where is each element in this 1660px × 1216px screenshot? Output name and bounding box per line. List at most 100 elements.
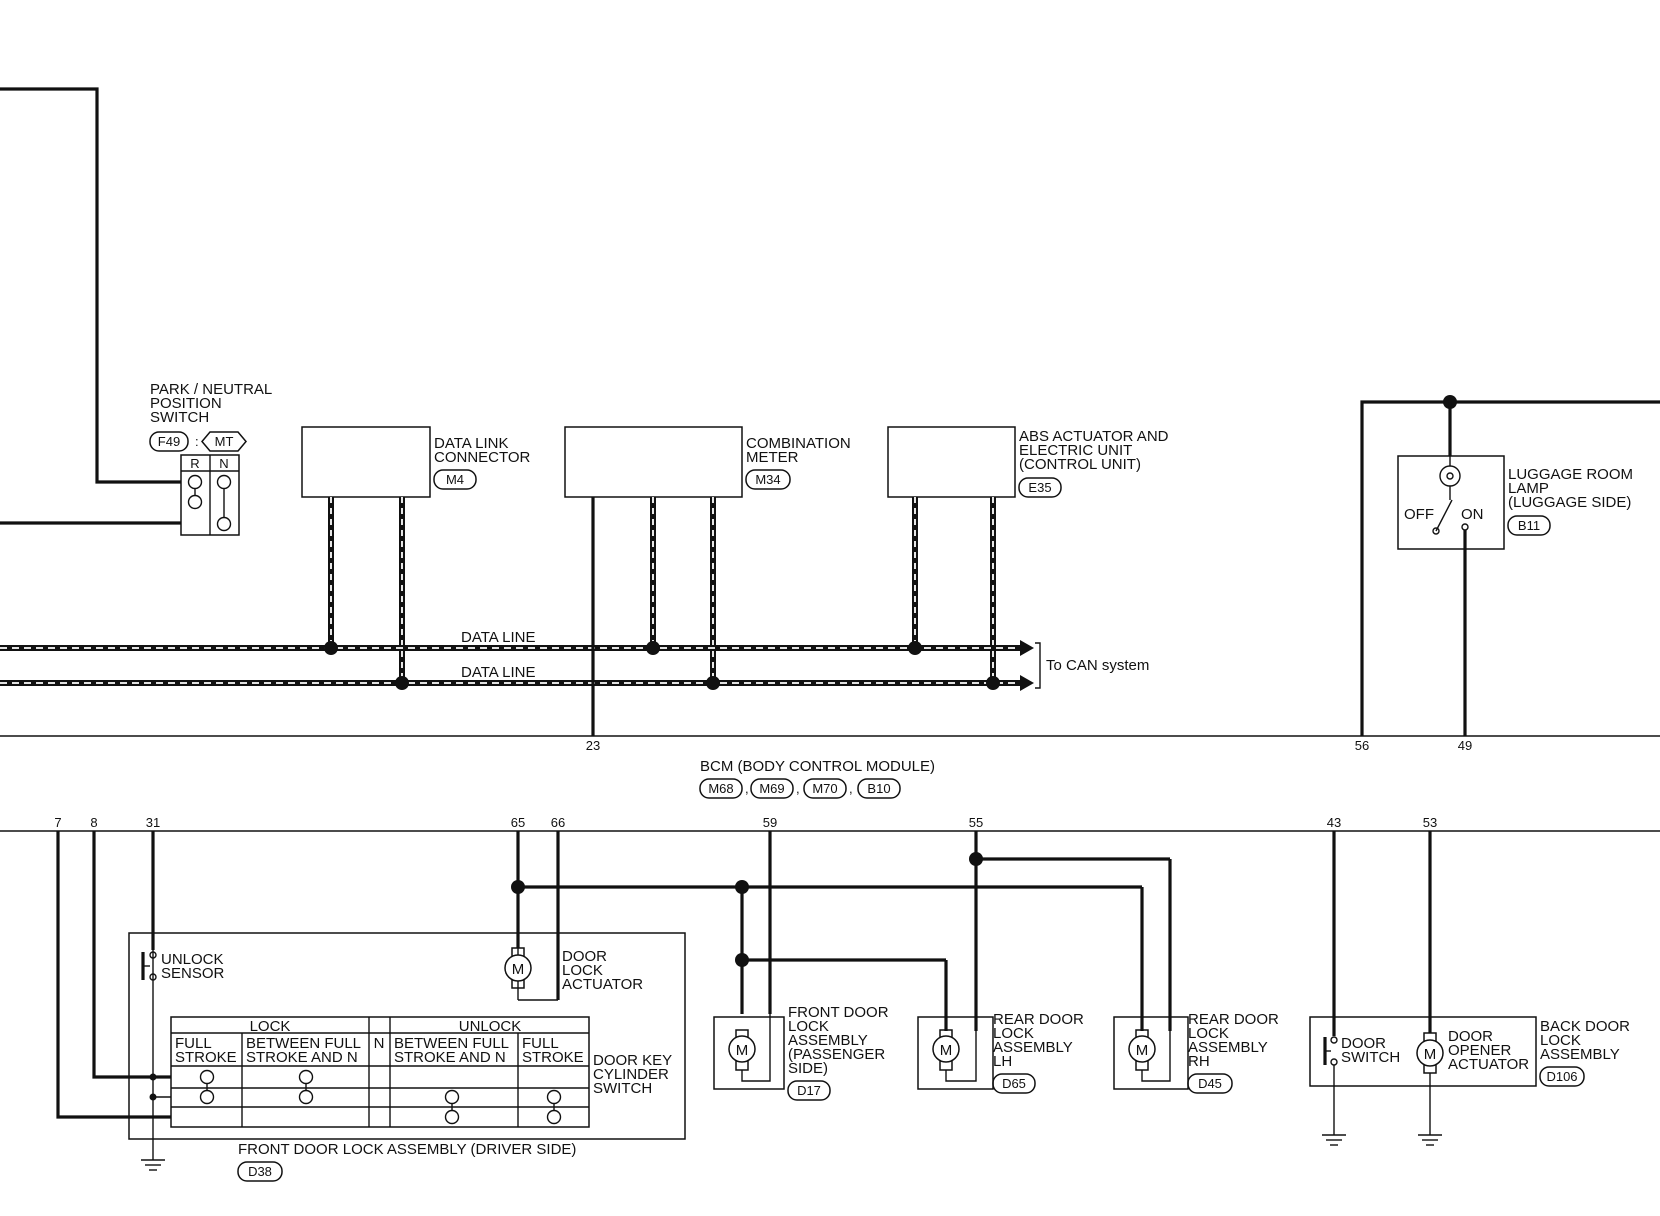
opener-label-3: ACTUATOR — [1448, 1056, 1529, 1073]
key-cylinder-table: LOCK UNLOCK N FULL STROKE BETWEEN FULL S… — [170, 1016, 590, 1128]
lamp-off-label: OFF — [1404, 506, 1434, 523]
data-line-label-1: DATA LINE — [461, 629, 535, 646]
luggage-room-lamp: OFF ON LUGGAGE ROOM LAMP (LUGGAGE SIDE) … — [1360, 395, 1660, 736]
actuator-label-1: DOOR — [562, 948, 607, 965]
connector-d65: D65 — [1002, 1076, 1026, 1091]
dlc-label-1: DATA LINK — [434, 435, 508, 452]
table-unlock: UNLOCK — [459, 1018, 522, 1035]
rear-rh-label-2: LOCK — [1188, 1025, 1229, 1042]
combination-meter: COMBINATION METER M34 — [564, 426, 851, 498]
door-switch-label-1: DOOR — [1341, 1035, 1386, 1052]
park-neutral-label-3: SWITCH — [150, 409, 209, 426]
rear-rh-label-3: ASSEMBLY — [1188, 1039, 1268, 1056]
door-switch-label-2: SWITCH — [1341, 1049, 1400, 1066]
svg-text:,: , — [849, 781, 853, 796]
pn-col-n: N — [219, 456, 228, 471]
meter-label-1: COMBINATION — [746, 435, 851, 452]
abs-box — [887, 426, 1016, 498]
connector-m34: M34 — [755, 472, 780, 487]
lamp-box — [1397, 455, 1505, 550]
opener-label-1: DOOR — [1448, 1028, 1493, 1045]
colon-sep: : — [195, 434, 199, 449]
lamp-label-3: (LUGGAGE SIDE) — [1508, 494, 1631, 511]
dlc-label-2: CONNECTOR — [434, 449, 531, 466]
bcm: 23 56 49 BCM (BODY CONTROL MODULE) M68 ,… — [0, 735, 1660, 832]
can-drops — [328, 497, 996, 683]
back-door-assembly: DOOR SWITCH M DOOR OPENER ACTUATOR BACK … — [1309, 831, 1630, 1146]
key-switch-label-3: SWITCH — [593, 1080, 652, 1097]
pin-59: 59 — [763, 815, 777, 830]
connector-d45: D45 — [1198, 1076, 1222, 1091]
table-between-u-2: STROKE AND N — [394, 1049, 506, 1066]
abs-label-3: (CONTROL UNIT) — [1019, 456, 1141, 473]
key-switch-label-1: DOOR KEY — [593, 1052, 672, 1069]
table-full-1: FULL — [175, 1035, 212, 1052]
pass-door-box — [713, 1016, 785, 1090]
opener-label-2: OPENER — [1448, 1042, 1512, 1059]
rear-door-rh: M REAR DOOR LOCK ASSEMBLY RH D45 — [1113, 1011, 1279, 1094]
pass-label-3: ASSEMBLY — [788, 1032, 868, 1049]
pass-label-1: FRONT DOOR — [788, 1004, 889, 1021]
park-neutral-switch: PARK / NEUTRAL POSITION SWITCH F49 : MT … — [149, 381, 272, 536]
pin-7: 7 — [54, 815, 61, 830]
abs-unit: ABS ACTUATOR AND ELECTRIC UNIT (CONTROL … — [887, 426, 1169, 498]
front-door-passenger: M FRONT DOOR LOCK ASSEMBLY (PASSENGER SI… — [713, 1004, 889, 1101]
back-door-label-1: BACK DOOR — [1540, 1018, 1630, 1035]
svg-text:,: , — [745, 781, 749, 796]
door-lock-bus — [511, 831, 1172, 1031]
pin-23: 23 — [586, 738, 600, 753]
back-door-label-3: ASSEMBLY — [1540, 1046, 1620, 1063]
table-lock: LOCK — [250, 1018, 291, 1035]
dlc-box — [301, 426, 431, 498]
pin-66: 66 — [551, 815, 565, 830]
rear-door-lh: M REAR DOOR LOCK ASSEMBLY LH D65 — [917, 1011, 1084, 1094]
connector-m70: M70 — [812, 781, 837, 796]
abs-label-2: ELECTRIC UNIT — [1019, 442, 1132, 459]
data-link-connector: DATA LINK CONNECTOR M4 — [301, 426, 531, 498]
lamp-on-label: ON — [1461, 506, 1484, 523]
connector-d17: D17 — [797, 1083, 821, 1098]
rear-lh-label-3: ASSEMBLY — [993, 1039, 1073, 1056]
rear-rh-motor-symbol: M — [1136, 1042, 1149, 1059]
variant-mt: MT — [215, 434, 234, 449]
connector-d38: D38 — [248, 1164, 272, 1179]
park-neutral-label-2: POSITION — [150, 395, 222, 412]
actuator-motor-symbol: M — [512, 961, 525, 978]
pin-31: 31 — [146, 815, 160, 830]
driver-door-assembly: UNLOCK SENSOR M DOOR LOCK ACTUATOR LOCK … — [56, 831, 686, 1182]
connector-m4: M4 — [446, 472, 464, 487]
connector-m68: M68 — [708, 781, 733, 796]
table-between-2: STROKE AND N — [246, 1049, 358, 1066]
pin-53: 53 — [1423, 815, 1437, 830]
connector-e35: E35 — [1028, 480, 1051, 495]
bcm-label: BCM (BODY CONTROL MODULE) — [700, 758, 935, 775]
pin-43: 43 — [1327, 815, 1341, 830]
driver-door-box — [128, 932, 686, 1140]
pass-motor-symbol: M — [736, 1042, 749, 1059]
back-door-box — [1309, 1016, 1537, 1087]
rear-rh-label-1: REAR DOOR — [1188, 1011, 1279, 1028]
rear-lh-label-4: LH — [993, 1053, 1012, 1070]
pn-col-r: R — [190, 456, 199, 471]
svg-text:,: , — [796, 781, 800, 796]
connector-b10: B10 — [867, 781, 890, 796]
lamp-label-1: LUGGAGE ROOM — [1508, 466, 1633, 483]
rear-lh-box — [917, 1016, 994, 1090]
meter-box — [564, 426, 743, 498]
meter-label-2: METER — [746, 449, 799, 466]
rear-lh-motor-symbol: M — [940, 1042, 953, 1059]
pass-label-4: (PASSENGER — [788, 1046, 885, 1063]
actuator-label-3: ACTUATOR — [562, 976, 643, 993]
mt-badge — [201, 431, 247, 452]
park-neutral-label-1: PARK / NEUTRAL — [150, 381, 272, 398]
table-between-1: BETWEEN FULL — [246, 1035, 361, 1052]
pin-49: 49 — [1458, 738, 1472, 753]
pin-55: 55 — [969, 815, 983, 830]
table-full-u-1: FULL — [522, 1035, 559, 1052]
key-switch-label-2: CYLINDER — [593, 1066, 669, 1083]
table-full-u-2: STROKE — [522, 1049, 584, 1066]
table-n: N — [374, 1035, 385, 1052]
abs-label-1: ABS ACTUATOR AND — [1019, 428, 1169, 445]
connector-m69: M69 — [759, 781, 784, 796]
unlock-sensor-label-2: SENSOR — [161, 965, 225, 982]
